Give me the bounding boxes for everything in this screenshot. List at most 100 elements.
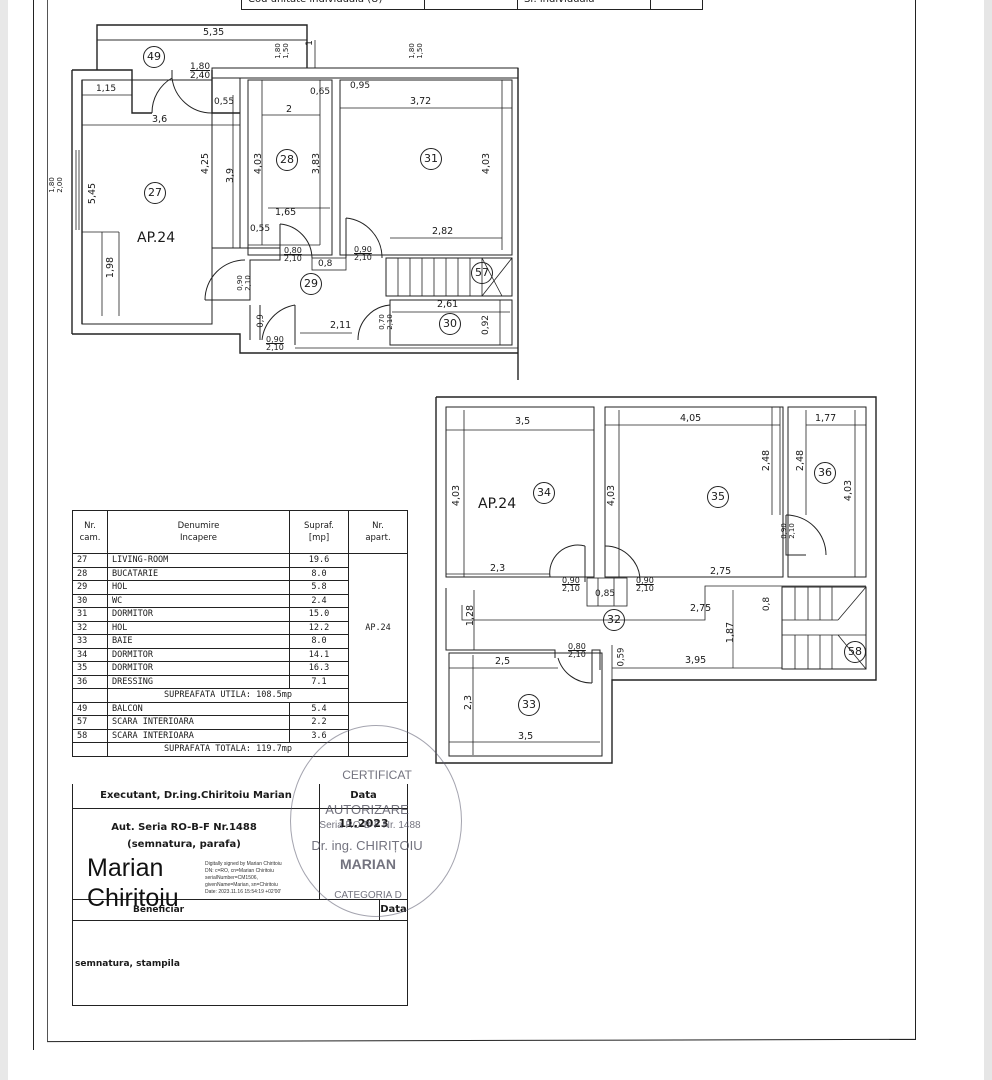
dimension-label: 3,5 [518,731,534,742]
dimension-label: 2,10 [385,314,394,330]
dimension-label: 1,15 [96,84,117,94]
seal-line-autorizare: AUTORIZARE [325,802,409,817]
dimension-label: 2,3 [490,563,506,574]
stamp-note: semnatura, stampila [75,959,180,969]
dimension-label: 0,80 [568,642,586,651]
dimension-label: 0,90 [636,576,654,585]
frame-inner-left [47,0,48,1041]
header-cell: Sr. individuala [518,0,651,9]
dimension-label: 3,72 [410,96,432,107]
dimension-label: 4,03 [843,479,855,502]
seal-line-certificat: CERTIFICAT [342,768,412,782]
authorization-text: Aut. Seria RO-B-F Nr.1488 (semnatura, pa… [111,822,257,850]
room-number-27: 27 [144,182,166,204]
dimension-label: 4,25 [200,152,212,175]
dimension-label: 1,50 [281,43,290,59]
apartment-label-upper: AP.24 [137,230,176,246]
dimension-label: 2,10 [636,584,654,593]
dimension-label: 2,10 [284,254,302,263]
dimension-label: 0,65 [310,87,331,97]
dimension-label: 1,28 [465,604,477,627]
dimension-label: 3,5 [515,416,531,427]
dimension-label: 1,80 [47,177,56,193]
dimension-label: 0,55 [250,224,271,234]
dimension-label: 2,5 [495,656,511,667]
room-number-28: 28 [276,149,298,171]
executant-label: Executant, Dr.ing.Chiritoiu Marian [73,784,320,808]
dimension-label: 4,05 [680,413,702,424]
dimension-label: 4,03 [606,484,618,507]
room-number-31: 31 [420,148,442,170]
col-header-apt: Nr.apart. [348,510,408,554]
dimension-label: 4,03 [481,152,493,175]
frame-right [915,0,917,1040]
page-edge-right [984,0,992,1080]
dimension-label: 0,59 [616,647,627,667]
room-number-30: 30 [439,313,461,335]
dimension-label: 2,10 [787,523,796,539]
dimension-label: 1,50 [415,43,424,59]
dimension-label: 5,35 [203,27,225,38]
header-cell: Cod unitate individuala (U) [242,0,425,9]
dimension-label: 2,61 [437,299,459,310]
dimension-label: 1,87 [725,621,737,644]
col-header-nr: Nr.cam. [72,510,108,554]
room-number-36: 36 [814,462,836,484]
dimension-label: 2,82 [432,226,454,237]
dimension-label: 2,48 [761,449,773,472]
dimension-label: 2,40 [190,71,211,81]
dimension-label: 3,6 [152,114,168,125]
room-number-29: 29 [300,273,322,295]
dimension-label: 4,03 [451,484,463,507]
seal-line-firstname: MARIAN [340,856,396,872]
dimension-label: 2,75 [710,566,732,577]
dimension-label: 0,90 [562,576,580,585]
dimension-label: 1 [304,40,315,46]
digital-signature-info: Digitally signed by Marian Chiritoiu DN:… [205,861,282,895]
room-number-33: 33 [518,694,540,716]
dimension-label: 1,80 [407,43,416,59]
lower-floor-plan [435,396,877,764]
dimension-label: 1,80 [190,62,211,72]
dimension-label: 5,45 [87,182,99,205]
room-number-35: 35 [707,486,729,508]
official-seal [290,725,462,917]
dimension-label: 0,90 [779,523,788,539]
dimension-label: 3,95 [685,655,707,666]
seal-line-category: CATEGORIA D [334,890,402,901]
apartment-label-lower: AP.24 [478,496,517,512]
stamp-area: semnatura, stampila [72,921,408,1006]
dimension-label: 2,00 [55,177,64,193]
dimension-label: 0,90 [354,245,372,254]
frame-left [33,0,35,1050]
dimension-label: 2,48 [795,449,807,472]
total-area: SUPRAFATA TOTALA: 119.7mp [107,742,349,757]
dimension-label: 2,11 [330,320,352,331]
room-number-49: 49 [143,46,165,68]
apartment-cell: AP.24 [348,553,408,703]
dimension-label: 1,98 [105,256,117,279]
dimension-label: 2,10 [562,584,580,593]
room-number-57: 57 [471,262,493,284]
dimension-label: 2,10 [568,650,586,659]
dimension-label: 2 [286,104,293,115]
dimension-label: 1,80 [273,43,282,59]
dimension-label: 1,77 [815,413,837,424]
dimension-label: 0,8 [318,259,333,269]
dimension-label: 3,83 [311,152,323,175]
dimension-label: 0,85 [595,589,616,599]
header-box: Cod unitate individuala (U) Sr. individu… [241,0,703,10]
dimension-label: 0,9 [255,314,266,328]
